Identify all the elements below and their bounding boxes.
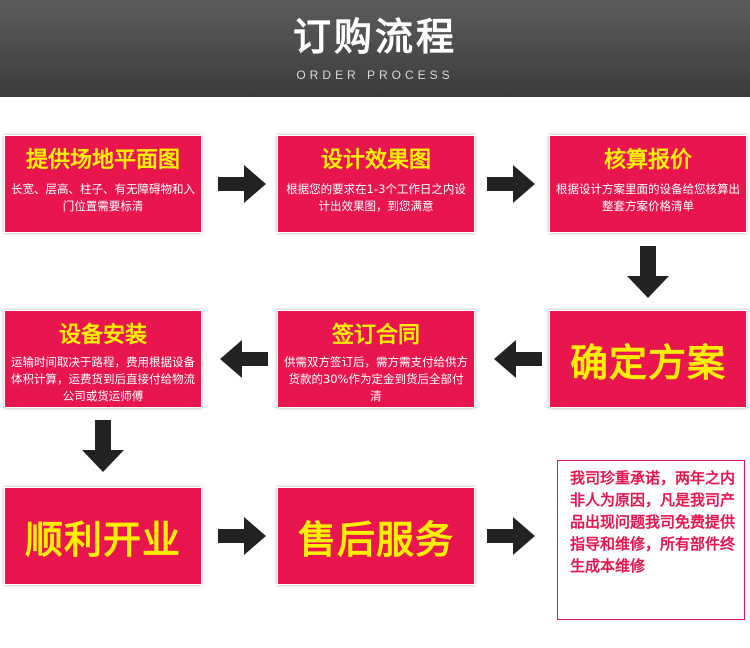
arrow-right-icon: [218, 517, 266, 555]
arrow-down-icon: [627, 246, 669, 298]
arrow-left-icon: [494, 340, 542, 378]
step-title: 签订合同: [331, 323, 420, 348]
step-title: 售后服务: [297, 517, 454, 562]
step-after-sales-service: 售后服务: [277, 487, 475, 585]
step-title: 确定方案: [569, 340, 726, 385]
step-title: 核算报价: [603, 148, 692, 173]
step-title: 设计效果图: [320, 148, 431, 173]
page-subtitle: ORDER PROCESS: [296, 68, 454, 82]
arrow-right-icon: [218, 165, 266, 203]
arrow-right-icon: [487, 165, 535, 203]
step-sign-contract: 签订合同 供需双方签订后，需方需支付给供方货款的30%作为定金到货后全部付清: [277, 310, 475, 408]
page-title: 订购流程: [292, 15, 457, 59]
arrow-right-icon: [487, 517, 535, 555]
step-title: 顺利开业: [24, 517, 181, 562]
step-provide-floor-plan: 提供场地平面图 长宽、层高、柱子、有无障碍物和入门位置需要标清: [4, 135, 202, 233]
step-description: 根据您的要求在1-3个工作日之内设计出效果图，到您满意: [286, 182, 466, 213]
step-design-rendering: 设计效果图 根据您的要求在1-3个工作日之内设计出效果图，到您满意: [277, 135, 475, 233]
header-banner: 订购流程 ORDER PROCESS: [0, 0, 750, 97]
step-equipment-installation: 设备安装 运输时间取决于路程，费用根据设备体积计算，运费货到后直接付给物流公司或…: [4, 310, 202, 408]
step-description: 长宽、层高、柱子、有无障碍物和入门位置需要标清: [11, 182, 195, 213]
step-title: 提供场地平面图: [25, 148, 180, 173]
arrow-left-icon: [220, 340, 268, 378]
step-description: 根据设计方案里面的设备给您核算出整套方案价格清单: [556, 182, 740, 213]
step-grand-opening: 顺利开业: [4, 487, 202, 585]
step-description: 供需双方签订后，需方需支付给供方货款的30%作为定金到货后全部付清: [284, 355, 468, 403]
step-title: 设备安装: [58, 323, 147, 348]
step-quotation: 核算报价 根据设计方案里面的设备给您核算出整套方案价格清单: [549, 135, 747, 233]
warranty-note: 我司珍重承诺，两年之内非人为原因，凡是我司产品出现问题我司免费提供指导和维修，所…: [557, 460, 745, 620]
step-description: 运输时间取决于路程，费用根据设备体积计算，运费货到后直接付给物流公司或货运师傅: [11, 355, 195, 403]
arrow-down-icon: [82, 420, 124, 472]
step-confirm-plan: 确定方案: [549, 310, 747, 408]
